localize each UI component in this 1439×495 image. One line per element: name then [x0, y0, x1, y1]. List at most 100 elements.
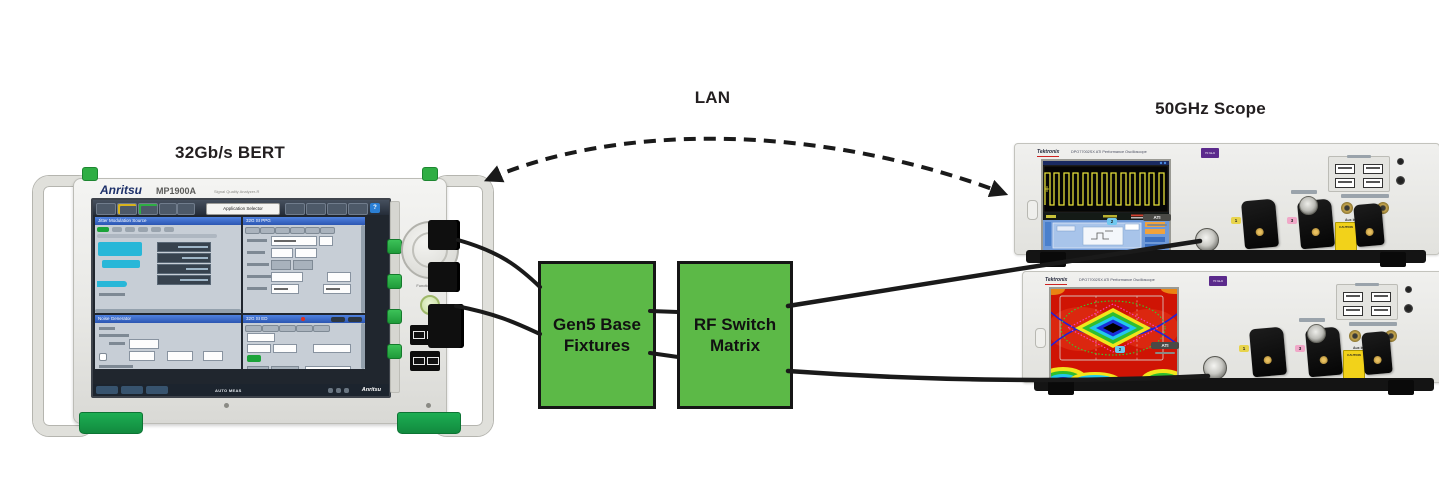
label-bar — [1155, 352, 1175, 354]
box-label-line: Fixtures — [563, 336, 631, 355]
unit-select — [273, 344, 297, 353]
tab-chip — [112, 227, 122, 232]
output-button — [117, 202, 137, 215]
scope-screen-waveform — [1041, 159, 1171, 253]
aux-out-connector — [1404, 304, 1413, 313]
panel-title: 32G SI PPG — [243, 217, 365, 225]
channel-3-tag: 3 — [1287, 217, 1297, 224]
presets-select — [129, 339, 159, 349]
green-function-button — [387, 344, 402, 359]
checkbox — [99, 353, 107, 361]
usb-cluster — [1328, 155, 1390, 192]
label-bar — [247, 287, 267, 290]
clear-button — [247, 366, 269, 369]
taskbar-button — [146, 386, 168, 394]
cycle-select — [247, 344, 271, 353]
bert-subtitle: Signal Quality Analyzer-R — [214, 189, 260, 194]
tab-chip — [245, 325, 262, 332]
bert-screen: Application Selector ? Jitter Modulation… — [91, 198, 391, 398]
scope-top: Tektronix DPO77002SX ATI Performance Osc… — [1014, 143, 1439, 275]
time-input — [313, 344, 351, 353]
tab-chip — [296, 325, 313, 332]
aux-probe — [1361, 330, 1393, 376]
off-button — [271, 260, 291, 270]
scrollbar — [361, 323, 365, 369]
panel-noise-gen: Noise Generator — [95, 315, 241, 369]
bert-brand-logo: Anritsu — [100, 183, 142, 197]
scope-chassis: Tektronix DPO77002SX ATI Performance Osc… — [1014, 143, 1439, 255]
scope-foot — [1040, 252, 1066, 267]
label-bar — [247, 275, 271, 278]
label-bar — [109, 342, 125, 345]
scope-label: 50GHz Scope — [1155, 99, 1266, 118]
diagram-block — [97, 281, 127, 287]
value-input — [327, 272, 351, 282]
application-selector-button: Application Selector — [206, 202, 280, 215]
screen-side-strip — [390, 201, 400, 393]
bert-label: 32Gb/s BERT — [175, 143, 285, 162]
eye-diagram-heatmap — [1051, 289, 1177, 379]
label-bar — [99, 293, 125, 296]
sync-button — [138, 202, 158, 215]
tab-chip — [262, 325, 279, 332]
usb-ports — [410, 351, 440, 371]
setup-button — [293, 260, 313, 270]
scope-base — [1026, 250, 1426, 263]
start-button — [285, 202, 305, 215]
function-key-label: Function Key — [416, 283, 439, 288]
scope-foot — [1388, 380, 1414, 395]
label-bar — [99, 334, 129, 337]
tab-chip — [290, 227, 305, 234]
auto-search-button — [327, 202, 347, 215]
bitrate-input — [271, 236, 317, 246]
bezel-screw — [426, 403, 431, 408]
scope-badge: 70 GHz — [1209, 276, 1227, 286]
aux-in-label: Aux In — [1345, 218, 1356, 222]
tab-chip — [245, 227, 260, 234]
green-function-button — [387, 309, 402, 324]
clock-select — [295, 248, 317, 258]
scope-model: DPO77002SX ATI Performance Oscilloscope — [1071, 150, 1147, 154]
panel-title: Noise Generator — [95, 315, 241, 323]
trigger-connector — [1405, 286, 1412, 293]
bert-model: MP1900A — [156, 186, 197, 196]
current-on-chip — [247, 355, 261, 362]
channel-2-tag: 2 — [1115, 346, 1125, 353]
diff-label — [1349, 322, 1397, 326]
tray-icon — [328, 387, 333, 393]
interface-select — [271, 272, 303, 282]
start-chip — [331, 316, 345, 322]
band-select — [203, 351, 223, 361]
scope-foot — [1048, 380, 1074, 395]
box-label-line: RF Switch — [693, 315, 777, 334]
diff-positive-connector — [1349, 330, 1361, 342]
lan-link-dashed-arrow — [483, 136, 1009, 198]
tab-chip — [305, 227, 320, 234]
diff-label — [1341, 194, 1389, 198]
dc-probe-cal-connector — [1307, 324, 1326, 343]
rf-switch-matrix-box: RF Switch Matrix — [677, 261, 793, 409]
channel-1-tag: 1 — [1231, 217, 1241, 224]
green-function-button — [387, 239, 402, 254]
clock-source-block — [98, 242, 142, 256]
aux-probe — [1353, 202, 1385, 248]
panel-jitter-source: Jitter Modulation Source — [95, 217, 241, 313]
rf-output-connector — [428, 304, 464, 348]
ati-input-label: ATI — [1143, 214, 1171, 221]
scope-foot — [1380, 252, 1406, 267]
label-bar — [247, 251, 265, 254]
error-indicator — [301, 317, 305, 321]
cal-label — [1299, 318, 1325, 322]
stop-button — [306, 202, 326, 215]
scope-brand-logo: Tektronix — [1037, 149, 1060, 157]
amplitude-input2 — [323, 284, 351, 294]
scope-badge: 70 GHz — [1201, 148, 1219, 158]
gating-select — [247, 333, 275, 342]
bert-foot-right — [397, 412, 461, 434]
waveform-display — [1043, 161, 1169, 251]
dc-probe-cal-connector — [1299, 196, 1318, 215]
channel-1-tag: 1 — [1239, 345, 1249, 352]
auto-meas-status: AUTO MEAS — [215, 387, 242, 393]
bert-latch-right — [422, 167, 438, 181]
